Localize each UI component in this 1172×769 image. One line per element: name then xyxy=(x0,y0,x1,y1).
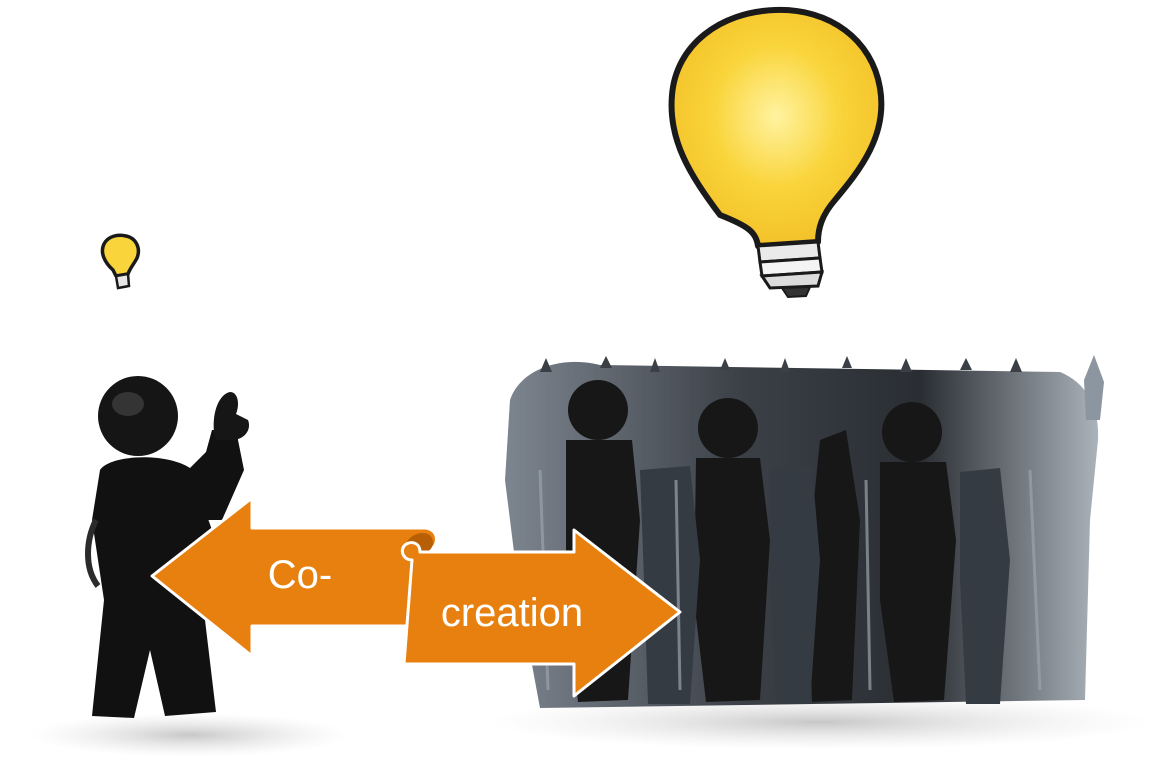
small-lightbulb-icon xyxy=(100,233,141,290)
single-person-figure xyxy=(30,376,350,757)
creation-arrow-right: creation xyxy=(400,528,682,698)
co-label: Co- xyxy=(268,553,332,597)
large-lightbulb-icon xyxy=(668,6,885,299)
co-arrow-left: Co- xyxy=(150,496,438,658)
creation-label: creation xyxy=(441,591,583,635)
